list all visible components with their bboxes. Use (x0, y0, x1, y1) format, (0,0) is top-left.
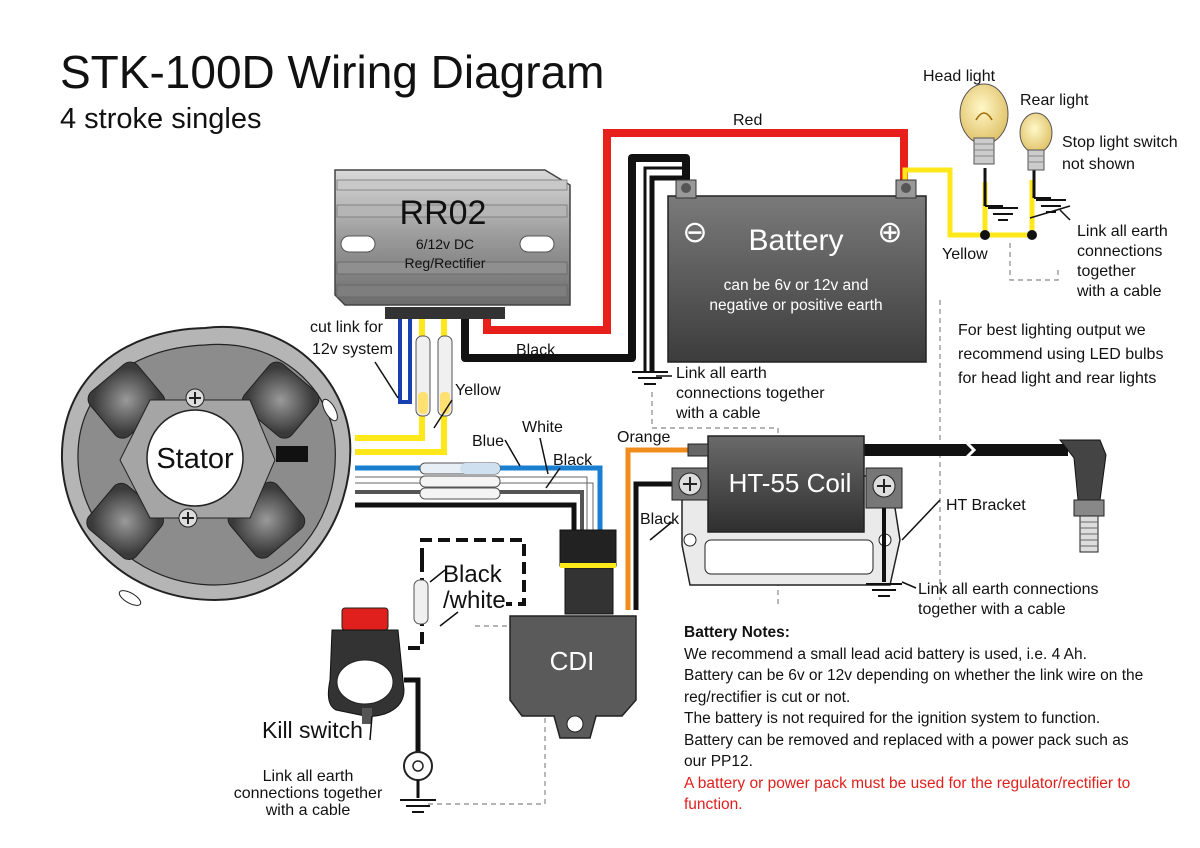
battery-note-line: reg/rectifier is cut or not. (684, 688, 851, 706)
page-title: STK-100D Wiring Diagram (60, 46, 604, 98)
label-white: White (522, 419, 563, 436)
label-black-top: Black (516, 342, 556, 359)
cut-link-note-2: 12v system (312, 341, 393, 358)
earth-lights-note-2: connections (1077, 243, 1162, 260)
ht-coil: HT-55 Coil (671, 435, 903, 586)
inline-connectors (419, 462, 501, 500)
earth-battery-note-1: Link all earth (676, 365, 767, 382)
coil-earth-symbol (866, 583, 902, 597)
stop-switch-note-2: not shown (1062, 156, 1135, 173)
kill-switch-label: Kill switch (262, 717, 363, 743)
regulator-type: Reg/Rectifier (405, 255, 486, 271)
kill-earth-symbol (400, 751, 436, 813)
battery-warning-1: A battery or power pack must be used for… (684, 774, 1131, 792)
red-wire (483, 129, 908, 334)
led-note-2: recommend using LED bulbs (958, 346, 1163, 363)
earth-coil-note-1: Link all earth connections (918, 581, 1099, 598)
earth-battery-note-3: with a cable (675, 405, 761, 422)
earth-battery-note-2: connections together (676, 385, 825, 402)
earth-kill-note-1: Link all earth (263, 768, 354, 785)
battery-plus-icon: ⊕ (877, 216, 902, 249)
battery-note-line: We recommend a small lead acid battery i… (684, 645, 1087, 663)
label-yellow-left: Yellow (455, 382, 501, 399)
stator: Stator (60, 325, 352, 606)
regulator-voltage: 6/12v DC (416, 236, 474, 252)
page-subtitle: 4 stroke singles (60, 103, 262, 135)
cut-link-note-1: cut link for (310, 319, 384, 336)
led-note-3: for head light and rear lights (958, 370, 1156, 387)
stator-name: Stator (156, 443, 234, 475)
black-coil-wire (633, 481, 680, 610)
earth-lights-note-1: Link all earth (1077, 223, 1168, 240)
battery-earth-wire (649, 175, 686, 372)
earth-link-dashed-lines (425, 240, 1059, 805)
blue-link-wire (398, 318, 412, 404)
pointer-arrows (369, 205, 1071, 741)
head-light-bulb (959, 83, 1009, 165)
earth-lights-note-3: together (1077, 263, 1136, 280)
coil-name: HT-55 Coil (729, 468, 852, 498)
cdi-unit: CDI (509, 529, 637, 739)
yellow-light-wire (902, 167, 1035, 238)
orange-wire (625, 447, 700, 610)
regulator-name: RR02 (400, 194, 487, 232)
battery-warning-2: function. (684, 796, 743, 813)
battery-desc-2: negative or positive earth (709, 297, 882, 314)
battery-desc-1: can be 6v or 12v and (724, 277, 869, 294)
label-red: Red (733, 112, 762, 129)
label-black-coil: Black (640, 511, 680, 528)
earth-kill-note-3: with a cable (265, 802, 351, 819)
battery-minus-icon: ⊖ (682, 216, 707, 249)
rear-light-bulb (1019, 112, 1053, 171)
battery-notes: Battery Notes: We recommend a small lead… (684, 622, 1184, 816)
label-orange: Orange (617, 429, 670, 446)
earth-kill-note-2: connections together (234, 785, 383, 802)
label-black-white-2: /white (443, 587, 506, 614)
label-blue: Blue (472, 433, 504, 450)
regulator-rectifier: RR02 6/12v DC Reg/Rectifier (334, 169, 571, 319)
battery-note-line: our PP12. (684, 753, 753, 770)
label-black-white-1: Black (443, 561, 503, 588)
battery-note-line: The battery is not required for the igni… (684, 710, 1101, 727)
led-note-1: For best lighting output we (958, 322, 1146, 339)
battery-note-line: Battery can be removed and replaced with… (684, 731, 1129, 749)
battery-name: Battery (748, 224, 843, 257)
battery-notes-heading: Battery Notes: (684, 624, 790, 641)
rear-light-label: Rear light (1020, 92, 1089, 109)
label-black-mid: Black (553, 452, 593, 469)
label-yellow-right: Yellow (942, 246, 988, 263)
earth-coil-note-2: together with a cable (918, 601, 1066, 618)
head-light-label: Head light (923, 68, 996, 85)
black-white-wire (420, 538, 526, 606)
earth-lights-note-4: with a cable (1076, 283, 1162, 300)
spark-plug (1058, 439, 1107, 553)
stop-switch-note-1: Stop light switch (1062, 134, 1178, 151)
battery-note-line: Battery can be 6v or 12v depending on wh… (684, 667, 1144, 684)
cdi-name: CDI (550, 646, 595, 676)
battery-earth-symbol (632, 371, 668, 385)
kill-switch[interactable] (327, 607, 405, 724)
black-battery-wire (461, 154, 690, 362)
battery: ⊖ ⊕ Battery can be 6v or 12v and negativ… (667, 179, 927, 363)
ht-bracket-label: HT Bracket (946, 497, 1026, 514)
